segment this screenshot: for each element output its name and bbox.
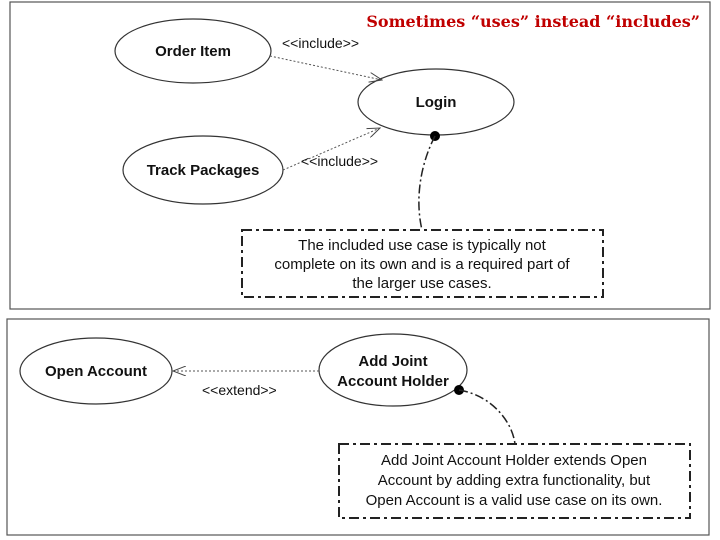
extend-label: <<extend>> — [202, 382, 277, 398]
include-arrow-order-to-login — [269, 55, 382, 80]
use-case-add-joint-account-holder[interactable]: Add Joint Account Holder — [318, 333, 468, 407]
extend-note: Add Joint Account Holder extends Open Ac… — [338, 443, 691, 519]
include-note-line: complete on its own and is a required pa… — [274, 256, 570, 273]
include-note: The included use case is typically not c… — [241, 229, 604, 298]
use-case-order-item[interactable]: Order Item — [114, 18, 272, 84]
svg-text:Login: Login — [416, 94, 457, 111]
note-connector-top — [418, 135, 436, 231]
svg-text:Order Item: Order Item — [155, 43, 231, 60]
extend-note-line: Account by adding extra functionality, b… — [378, 472, 651, 489]
include-panel-frame — [9, 1, 711, 310]
extend-note-line: Open Account is a valid use case on its … — [366, 492, 663, 509]
include-note-line: the larger use cases. — [352, 275, 491, 292]
include-note-line: The included use case is typically not — [298, 237, 546, 254]
use-case-open-account[interactable]: Open Account — [19, 337, 173, 405]
svg-text:Open Account: Open Account — [45, 363, 147, 380]
extend-panel-frame — [6, 318, 710, 536]
use-case-track-packages[interactable]: Track Packages — [122, 135, 284, 205]
include-label-bottom: <<include>> — [301, 153, 378, 169]
header-caption: Sometimes “uses” instead “includes” — [366, 12, 700, 31]
svg-text:Track Packages: Track Packages — [147, 162, 260, 179]
use-case-login[interactable]: Login — [357, 68, 515, 136]
extend-note-line: Add Joint Account Holder extends Open — [381, 452, 647, 469]
svg-text:Account Holder: Account Holder — [337, 373, 449, 390]
note-connector-bottom — [458, 389, 516, 445]
include-label-top: <<include>> — [282, 35, 359, 51]
include-arrow-track-to-login — [282, 128, 380, 171]
svg-text:Add Joint: Add Joint — [358, 353, 427, 370]
